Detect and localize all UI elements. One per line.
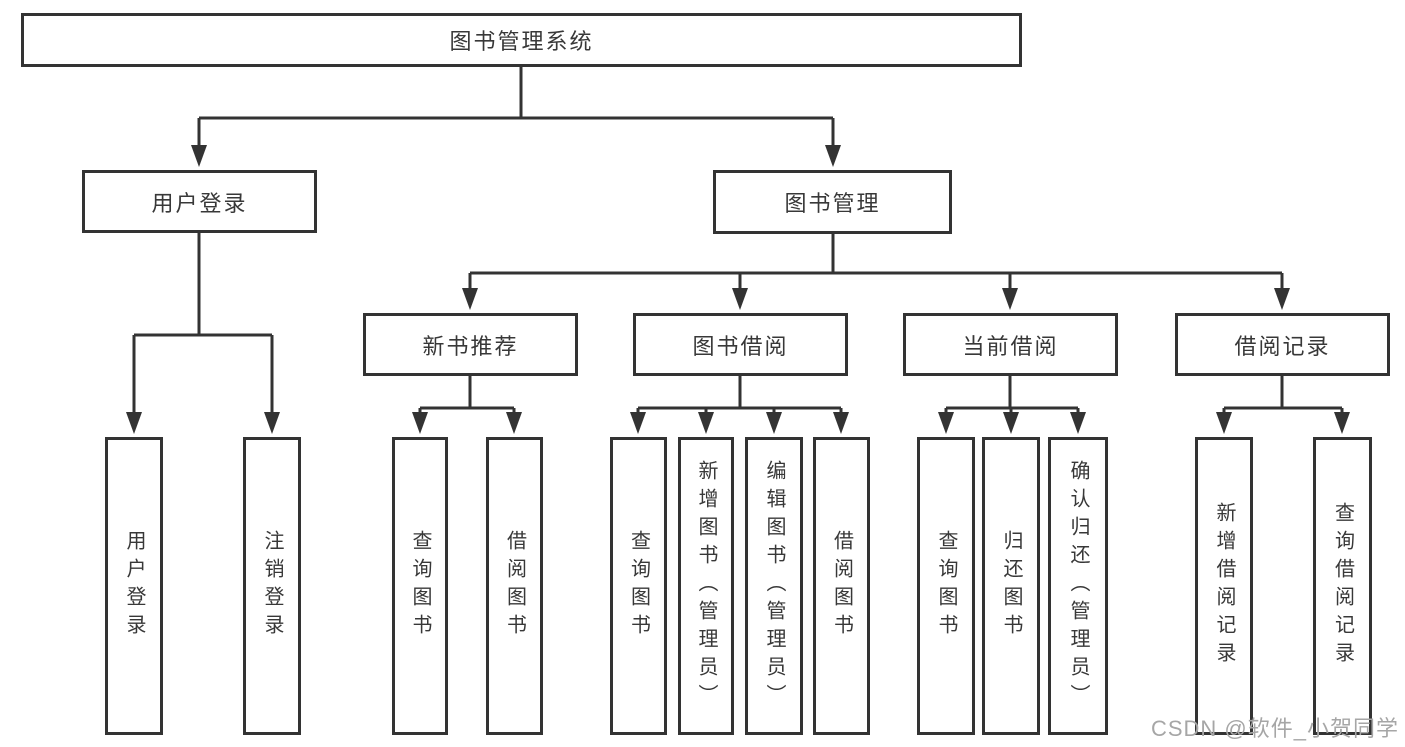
arrowhead xyxy=(630,412,646,434)
leaf-cb-confirm-return-admin: 确认归还（管理员） xyxy=(1048,437,1108,735)
arrowhead xyxy=(1334,412,1350,434)
leaf-nb-borrow-books: 借阅图书 xyxy=(486,437,543,735)
csdn-watermark: CSDN @软件_小贺同学 xyxy=(1150,716,1399,741)
arrowhead xyxy=(1002,288,1018,310)
arrowhead xyxy=(1003,412,1019,434)
leaf-bb-query-books: 查询图书 xyxy=(610,437,667,735)
arrowhead xyxy=(732,288,748,310)
leaf-cb-return-books: 归还图书 xyxy=(982,437,1040,735)
leaf-br-query-record: 查询借阅记录 xyxy=(1313,437,1372,735)
leaf-cb-query-books: 查询图书 xyxy=(917,437,975,735)
arrowhead xyxy=(1216,412,1232,434)
arrowhead xyxy=(126,412,142,434)
leaf-br-add-record: 新增借阅记录 xyxy=(1195,437,1253,735)
arrowhead xyxy=(506,412,522,434)
leaf-logout: 注销登录 xyxy=(243,437,301,735)
group-book-borrow: 图书借阅 xyxy=(633,313,848,376)
leaf-user-login: 用户登录 xyxy=(105,437,163,735)
branch-book-management: 图书管理 xyxy=(713,170,952,234)
leaf-bb-add-books-admin: 新增图书（管理员） xyxy=(678,437,734,735)
connector-borrow-records xyxy=(1222,376,1344,412)
group-borrow-records: 借阅记录 xyxy=(1175,313,1390,376)
leaf-nb-query-books: 查询图书 xyxy=(392,437,448,735)
connector-root xyxy=(197,67,835,145)
arrowhead xyxy=(191,145,207,167)
arrowhead xyxy=(462,288,478,310)
group-new-book-recommend: 新书推荐 xyxy=(363,313,578,376)
connector-user-login xyxy=(132,233,274,412)
connector-current-borrow xyxy=(944,376,1080,412)
arrowhead xyxy=(264,412,280,434)
connector-new-book-recommend xyxy=(418,376,516,412)
connector-book-borrow xyxy=(636,376,843,412)
branch-user-login: 用户登录 xyxy=(82,170,317,233)
arrowhead xyxy=(698,412,714,434)
leaf-bb-edit-books-admin: 编辑图书（管理员） xyxy=(745,437,803,735)
arrowhead xyxy=(766,412,782,434)
arrowhead xyxy=(1070,412,1086,434)
arrowhead xyxy=(1274,288,1290,310)
arrowhead xyxy=(825,145,841,167)
connector-book-management xyxy=(468,234,1284,288)
group-current-borrow: 当前借阅 xyxy=(903,313,1118,376)
root-box: 图书管理系统 xyxy=(21,13,1022,67)
leaf-bb-borrow-books: 借阅图书 xyxy=(813,437,870,735)
arrowhead xyxy=(833,412,849,434)
arrowhead xyxy=(412,412,428,434)
arrowhead xyxy=(938,412,954,434)
